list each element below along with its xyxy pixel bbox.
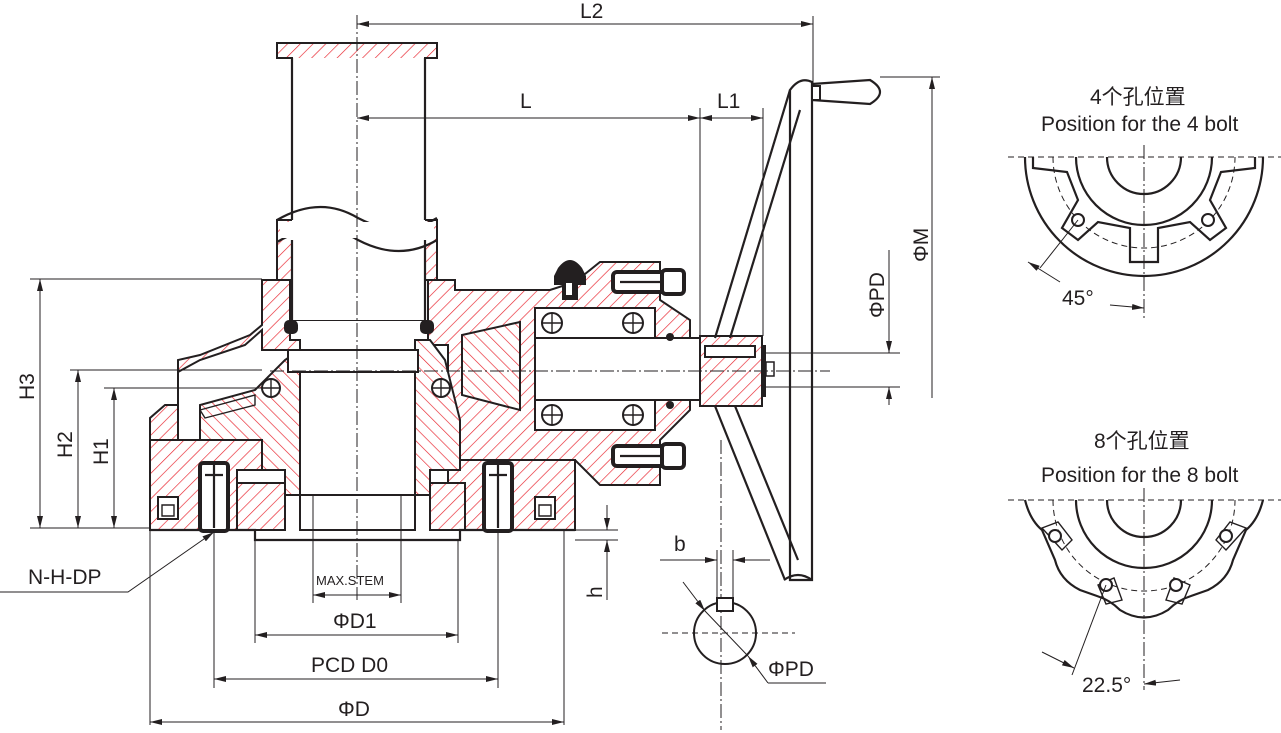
dim-label-h2: H2 <box>54 431 77 458</box>
dim-label-l2: L2 <box>580 0 603 23</box>
dim-label-d1: ΦD1 <box>333 610 377 633</box>
dim-label-h3: H3 <box>16 373 39 400</box>
eight-bolt-detail <box>1008 488 1281 690</box>
dim-label-l1: L1 <box>717 90 740 113</box>
dim-label-max-stem: MAX.STEM <box>316 573 384 588</box>
four-bolt-angle: 45° <box>1062 287 1094 310</box>
handwheel-handle <box>811 78 882 106</box>
cover-bolt-lower <box>611 442 686 470</box>
dimension-lines <box>0 16 940 725</box>
dim-label-n-h-dp: N-H-DP <box>28 566 102 589</box>
handwheel <box>713 78 882 582</box>
grease-nipple <box>554 260 586 300</box>
eight-bolt-title-cn: 8个孔位置 <box>1094 430 1190 453</box>
dim-label-pcd-d0: PCD D0 <box>311 654 388 677</box>
shaft-bearings <box>541 312 644 426</box>
dim-label-l: L <box>520 90 532 113</box>
stem-tube <box>276 42 438 321</box>
dim-label-h: h <box>584 586 607 598</box>
four-bolt-title-en: Position for the 4 bolt <box>1041 113 1238 136</box>
four-bolt-title-cn: 4个孔位置 <box>1090 86 1186 109</box>
dim-label-d: ΦD <box>338 698 370 721</box>
cover-bolt-upper <box>611 268 686 296</box>
input-shaft <box>534 337 706 401</box>
dim-label-b: b <box>674 533 686 556</box>
dim-label-pd-vertical: ΦPD <box>866 272 889 318</box>
dim-label-pd-key: ΦPD <box>768 658 814 681</box>
four-bolt-detail <box>1008 145 1281 318</box>
dim-label-m: ΦM <box>910 228 933 262</box>
eight-bolt-angle: 22.5° <box>1082 674 1131 697</box>
input-shaft-assembly <box>534 260 775 470</box>
eight-bolt-title-en: Position for the 8 bolt <box>1041 464 1238 487</box>
shaft-key-detail <box>660 550 826 684</box>
dim-label-h1: H1 <box>90 438 113 465</box>
center-lines <box>270 15 830 730</box>
